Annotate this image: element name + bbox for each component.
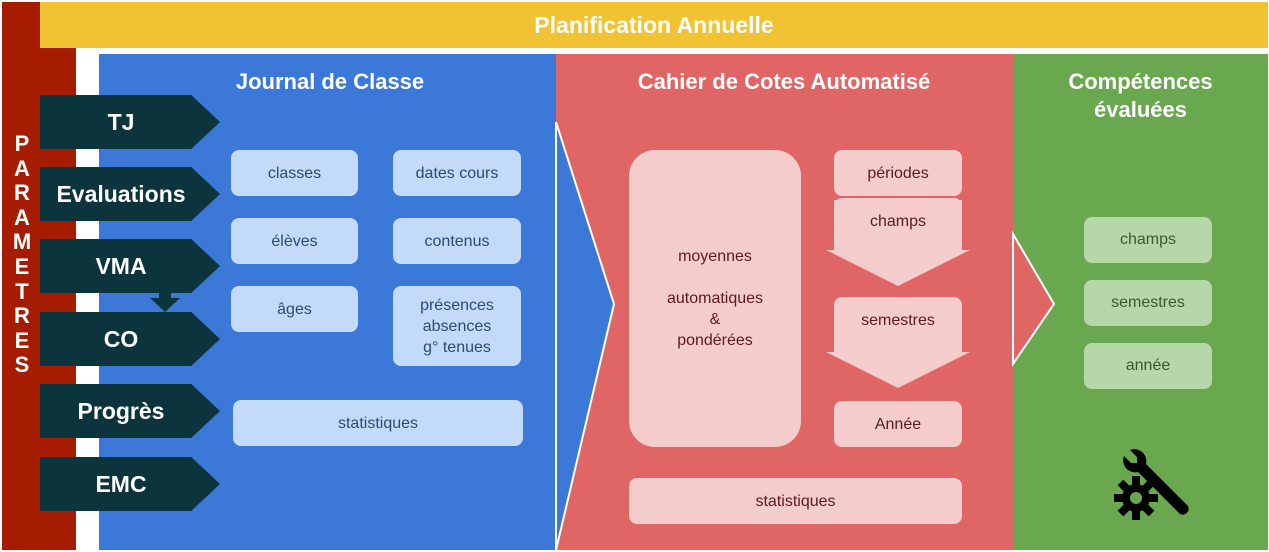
side-letter: E xyxy=(14,253,30,279)
competences-title-line: Compétences xyxy=(1068,69,1213,94)
box-label: semestres xyxy=(861,311,935,329)
box-label-line: automatiques xyxy=(666,290,764,307)
box-label-line: présences xyxy=(420,296,494,314)
journal-title: Journal de Classe xyxy=(235,69,425,94)
competences-title: Compétences évaluées xyxy=(1013,68,1268,124)
banner-planification-annuelle: Planification Annuelle xyxy=(40,2,1268,48)
journal-contenus-box: contenus xyxy=(393,218,521,264)
nav-label: CO xyxy=(103,325,139,352)
journal-ages-box: âges xyxy=(231,286,358,332)
box-label-line: & xyxy=(709,311,721,328)
journal-to-cahier-chevron xyxy=(555,121,616,550)
side-letter: A xyxy=(14,155,30,181)
side-letter: T xyxy=(15,278,29,304)
nav-label: Progrès xyxy=(77,397,165,424)
box-label: Année xyxy=(874,415,922,433)
side-letter: R xyxy=(14,303,30,329)
box-label: périodes xyxy=(867,164,929,182)
competences-champs-box: champs xyxy=(1084,217,1212,263)
tools-gear-wrench-icon xyxy=(1114,449,1189,520)
competences-annee-box: année xyxy=(1084,343,1212,389)
cahier-semestres-box: semestres xyxy=(834,297,962,343)
cahier-periodes-box: périodes xyxy=(834,150,962,196)
box-label: champs xyxy=(1119,231,1177,248)
side-letter: S xyxy=(14,352,30,378)
competences-semestres-box: semestres xyxy=(1084,280,1212,326)
nav-label: VMA xyxy=(95,252,147,279)
box-label: âges xyxy=(277,300,312,318)
box-label: classes xyxy=(267,164,322,182)
side-letter: P xyxy=(14,131,30,156)
journal-dates-cours-box: dates cours xyxy=(393,150,521,196)
side-letter: E xyxy=(14,327,30,353)
box-label: statistiques xyxy=(337,414,419,432)
parametres-label: P A R A M E T R E S xyxy=(2,131,42,378)
cahier-statistiques-box: statistiques xyxy=(629,478,962,524)
box-label-line: moyennes xyxy=(678,248,752,265)
journal-statistiques-box: statistiques xyxy=(233,400,523,446)
box-label: champs xyxy=(869,212,927,230)
side-letter: A xyxy=(14,204,30,230)
cahier-champs-box: champs xyxy=(834,198,962,244)
cahier-moyennes-box: moyennes automatiques & pondérées xyxy=(629,150,801,447)
box-label: année xyxy=(1125,357,1171,374)
box-label: dates cours xyxy=(415,164,499,182)
journal-eleves-box: élèves xyxy=(231,218,358,264)
nav-label: EMC xyxy=(95,470,147,497)
nav-label: TJ xyxy=(107,108,135,135)
nav-label: Evaluations xyxy=(56,180,186,207)
cahier-annee-box: Année xyxy=(834,401,962,447)
box-label: statistiques xyxy=(755,492,836,510)
box-label-line: absences xyxy=(422,317,492,335)
nav-button-progres[interactable]: Progrès xyxy=(40,384,220,438)
nav-button-emc[interactable]: EMC xyxy=(40,457,220,511)
nav-button-co[interactable]: CO xyxy=(40,312,220,366)
cahier-title: Cahier de Cotes Automatisé xyxy=(637,69,931,94)
vma-to-co-arrow-icon xyxy=(150,290,180,312)
banner-title: Planification Annuelle xyxy=(534,11,774,38)
panel-chevrons xyxy=(555,121,1056,550)
nav-button-tj[interactable]: TJ xyxy=(40,95,220,149)
cahier-to-competences-chevron xyxy=(1012,230,1056,368)
box-label-line: g° tenues xyxy=(423,338,491,356)
journal-classes-box: classes xyxy=(231,150,358,196)
side-letter: R xyxy=(14,180,30,206)
nav-button-vma[interactable]: VMA xyxy=(40,239,220,293)
box-label: contenus xyxy=(424,232,490,250)
competences-title-line: évaluées xyxy=(1094,97,1187,122)
journal-presences-box: présences absences g° tenues xyxy=(393,286,521,366)
box-label-line: pondérées xyxy=(677,332,753,349)
nav-button-evaluations[interactable]: Evaluations xyxy=(40,167,220,221)
side-letter: M xyxy=(12,229,32,255)
box-label: semestres xyxy=(1111,294,1185,311)
box-label: élèves xyxy=(271,232,318,250)
